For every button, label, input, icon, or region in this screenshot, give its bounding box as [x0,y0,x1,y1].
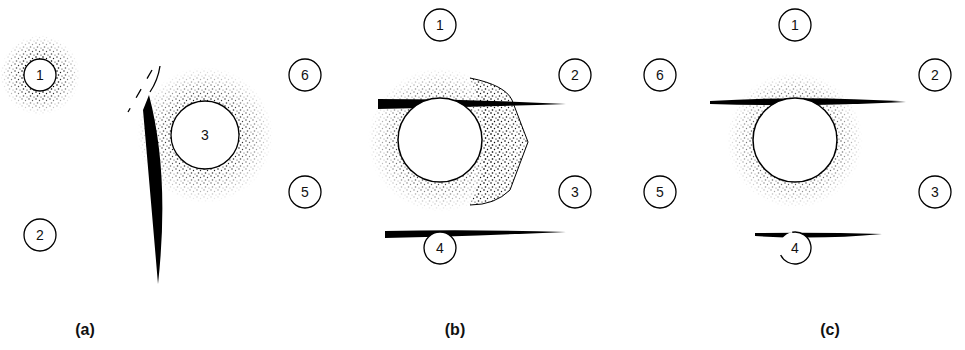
numbered-circle: 2 [918,58,952,92]
panel-label: (b) [445,321,465,339]
numbered-circle: 5 [288,175,322,209]
circle-number: 6 [643,67,677,83]
numbered-circle: 3 [170,100,240,170]
circle-number: 5 [288,184,322,200]
numbered-circle: 6 [643,58,677,92]
circle-number: 5 [643,184,677,200]
numbered-circle: 2 [23,218,57,252]
circle-number: 2 [558,67,592,83]
circle-number: 1 [23,67,57,83]
numbered-circle: 5 [643,175,677,209]
numbered-circle: 1 [423,8,457,42]
numbered-circle: 1 [778,8,812,42]
circle-number: 2 [23,227,57,243]
numbered-circle: 2 [558,58,592,92]
circle-number: 3 [918,184,952,200]
panel-label: (c) [820,321,840,339]
panel-label: (a) [75,321,95,339]
circle-number: 3 [558,184,592,200]
circle-number: 4 [423,240,457,256]
numbered-circle: 4 [778,231,812,265]
circle-number: 4 [778,240,812,256]
circle-number: 1 [778,17,812,33]
numbered-circle: 4 [423,231,457,265]
numbered-circle: 6 [288,58,322,92]
circle-number: 6 [288,67,322,83]
numbered-circle: 3 [558,175,592,209]
numbered-circle: 1 [23,58,57,92]
circle-number: 1 [423,17,457,33]
numbered-circle: 3 [918,175,952,209]
circle-number: 3 [170,127,240,143]
circle-number: 2 [918,67,952,83]
